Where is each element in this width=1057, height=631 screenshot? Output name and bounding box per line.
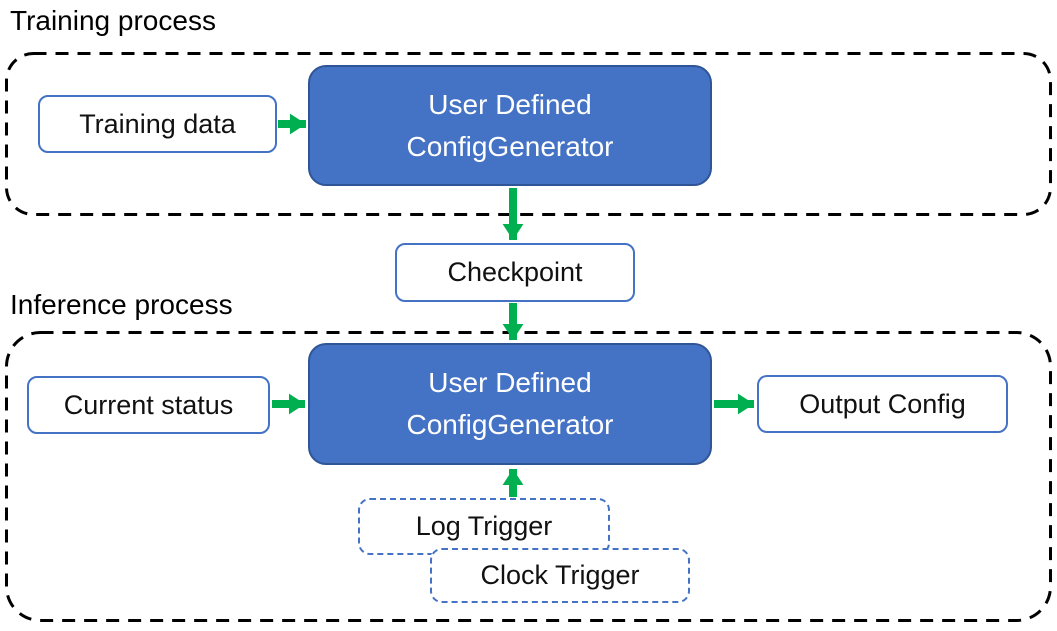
checkpoint-label: Checkpoint: [447, 257, 583, 287]
clock-trigger-box: Clock Trigger: [430, 548, 690, 603]
output-config-label: Output Config: [799, 388, 966, 419]
inference-config-generator-line2: ConfigGenerator: [406, 409, 614, 440]
inference-config-generator-line1: User Defined: [428, 367, 592, 398]
training-section-label: Training process: [10, 5, 216, 36]
log-trigger-label: Log Trigger: [415, 511, 553, 541]
checkpoint-box: Checkpoint: [395, 243, 635, 302]
training-data-label: Training data: [79, 108, 236, 139]
training-config-generator-line1: User Defined: [428, 88, 592, 120]
current-status-label: Current status: [63, 389, 234, 420]
clock-trigger-label: Clock Trigger: [480, 560, 640, 590]
inference-section-label: Inference process: [10, 289, 233, 320]
log-trigger-box: Log Trigger: [358, 498, 610, 555]
training-config-generator-box: User Defined ConfigGenerator: [308, 65, 712, 186]
training-config-generator-line2: ConfigGenerator: [406, 130, 614, 162]
output-config-box: Output Config: [757, 375, 1008, 433]
training-data-box: Training data: [38, 95, 277, 153]
current-status-box: Current status: [27, 376, 270, 434]
inference-config-generator-box: User Defined ConfigGenerator: [308, 343, 712, 465]
